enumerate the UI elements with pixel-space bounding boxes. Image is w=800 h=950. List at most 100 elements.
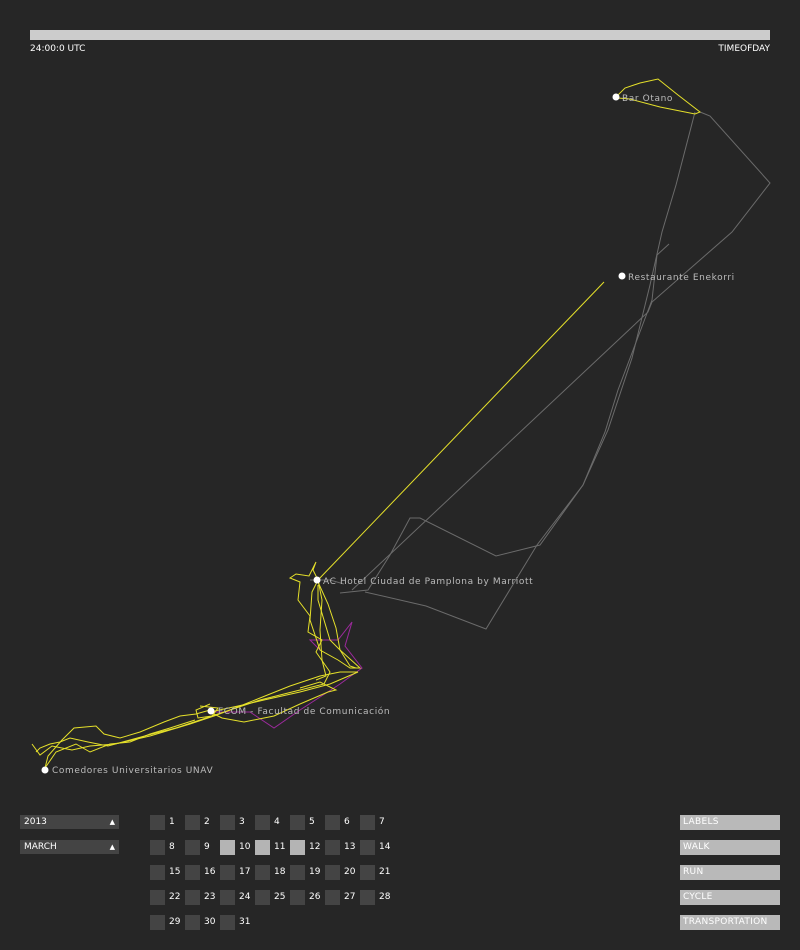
- calendar-day[interactable]: 11: [255, 840, 305, 856]
- day-checkbox[interactable]: [220, 840, 235, 855]
- calendar-day[interactable]: 10: [220, 840, 270, 856]
- place-ac-hotel: AC Hotel Ciudad de Pamplona by Marriott: [313, 576, 533, 587]
- day-number: 23: [204, 892, 216, 902]
- day-number: 28: [379, 892, 391, 902]
- year-select[interactable]: 2013 ▲: [20, 815, 119, 829]
- walk-path: [615, 78, 701, 115]
- day-number: 20: [344, 867, 356, 877]
- day-checkbox[interactable]: [150, 840, 165, 855]
- place-fcom: FCOM - Facultad de Comunicación: [207, 706, 390, 717]
- calendar-day[interactable]: 29: [150, 915, 200, 931]
- calendar-day[interactable]: 14: [360, 840, 410, 856]
- cycle-toggle-button[interactable]: CYCLE: [680, 890, 780, 905]
- calendar-day[interactable]: 28: [360, 890, 410, 906]
- day-checkbox[interactable]: [255, 865, 270, 880]
- calendar-day[interactable]: 12: [290, 840, 340, 856]
- day-number: 22: [169, 892, 181, 902]
- calendar-day[interactable]: 2: [185, 815, 235, 831]
- day-checkbox[interactable]: [255, 890, 270, 905]
- calendar-day[interactable]: 7: [360, 815, 410, 831]
- calendar-day[interactable]: 30: [185, 915, 235, 931]
- day-checkbox[interactable]: [290, 865, 305, 880]
- day-checkbox[interactable]: [325, 815, 340, 830]
- day-checkbox[interactable]: [220, 915, 235, 930]
- transportation-toggle-button[interactable]: TRANSPORTATION: [680, 915, 780, 930]
- time-progress-bar[interactable]: [30, 30, 770, 40]
- transport-path: [364, 243, 670, 630]
- place-label: Comedores Universitarios UNAV: [52, 766, 213, 776]
- day-checkbox[interactable]: [185, 840, 200, 855]
- day-number: 11: [274, 842, 286, 852]
- place-restaurante-enekorri: Restaurante Enekorri: [618, 272, 734, 283]
- day-checkbox[interactable]: [325, 865, 340, 880]
- calendar-day[interactable]: 9: [185, 840, 235, 856]
- day-checkbox[interactable]: [185, 815, 200, 830]
- calendar-day[interactable]: 8: [150, 840, 200, 856]
- calendar-day[interactable]: 1: [150, 815, 200, 831]
- day-number: 10: [239, 842, 251, 852]
- walk-path: [317, 281, 605, 581]
- month-select[interactable]: MARCH ▲: [20, 840, 119, 854]
- day-number: 25: [274, 892, 286, 902]
- place-bar-otano: Bar Otano: [612, 93, 673, 104]
- calendar-day[interactable]: 13: [325, 840, 375, 856]
- cycle-path: [210, 621, 363, 729]
- calendar-day[interactable]: 19: [290, 865, 340, 881]
- day-number: 24: [239, 892, 251, 902]
- day-number: 30: [204, 917, 216, 927]
- day-checkbox[interactable]: [325, 890, 340, 905]
- day-checkbox[interactable]: [360, 865, 375, 880]
- day-checkbox[interactable]: [255, 840, 270, 855]
- calendar-day[interactable]: 24: [220, 890, 270, 906]
- calendar-day[interactable]: 5: [290, 815, 340, 831]
- calendar-day[interactable]: 4: [255, 815, 305, 831]
- calendar-day[interactable]: 3: [220, 815, 270, 831]
- day-checkbox[interactable]: [185, 915, 200, 930]
- calendar-day[interactable]: 20: [325, 865, 375, 881]
- labels-toggle-button[interactable]: LABELS: [680, 815, 780, 830]
- calendar-day[interactable]: 25: [255, 890, 305, 906]
- calendar-day[interactable]: 21: [360, 865, 410, 881]
- day-checkbox[interactable]: [360, 890, 375, 905]
- day-number: 13: [344, 842, 356, 852]
- walk-toggle-button[interactable]: WALK: [680, 840, 780, 855]
- day-checkbox[interactable]: [150, 865, 165, 880]
- day-checkbox[interactable]: [290, 815, 305, 830]
- day-checkbox[interactable]: [290, 840, 305, 855]
- day-number: 1: [169, 817, 175, 827]
- day-checkbox[interactable]: [220, 890, 235, 905]
- place-label: Bar Otano: [622, 94, 673, 104]
- place-marker: [313, 576, 321, 584]
- place-marker: [618, 272, 626, 280]
- day-checkbox[interactable]: [220, 815, 235, 830]
- calendar-day[interactable]: 17: [220, 865, 270, 881]
- day-checkbox[interactable]: [255, 815, 270, 830]
- day-checkbox[interactable]: [360, 840, 375, 855]
- calendar-day[interactable]: 26: [290, 890, 340, 906]
- run-toggle-button[interactable]: RUN: [680, 865, 780, 880]
- day-number: 29: [169, 917, 181, 927]
- day-checkbox[interactable]: [150, 890, 165, 905]
- walk-path: [44, 719, 196, 769]
- day-checkbox[interactable]: [185, 865, 200, 880]
- day-checkbox[interactable]: [150, 915, 165, 930]
- day-checkbox[interactable]: [185, 890, 200, 905]
- calendar-day[interactable]: 6: [325, 815, 375, 831]
- caret-up-icon: ▲: [109, 818, 115, 826]
- day-checkbox[interactable]: [290, 890, 305, 905]
- calendar-day[interactable]: 18: [255, 865, 305, 881]
- day-checkbox[interactable]: [360, 815, 375, 830]
- day-number: 21: [379, 867, 391, 877]
- place-marker: [41, 766, 49, 774]
- day-checkbox[interactable]: [150, 815, 165, 830]
- day-checkbox[interactable]: [220, 865, 235, 880]
- calendar-day[interactable]: 16: [185, 865, 235, 881]
- calendar-day[interactable]: 27: [325, 890, 375, 906]
- calendar-day[interactable]: 22: [150, 890, 200, 906]
- calendar-day[interactable]: 23: [185, 890, 235, 906]
- calendar-day[interactable]: 15: [150, 865, 200, 881]
- day-number: 4: [274, 817, 280, 827]
- walk-path: [309, 579, 362, 669]
- calendar-day[interactable]: 31: [220, 915, 270, 931]
- day-checkbox[interactable]: [325, 840, 340, 855]
